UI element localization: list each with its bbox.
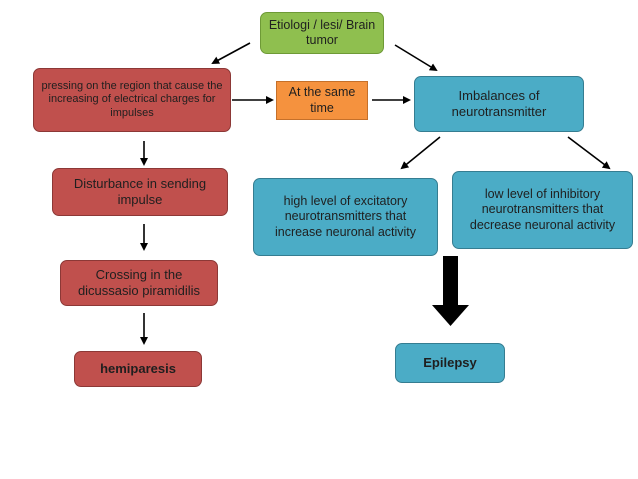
etiology-label: Etiologi / lesi/ Brain tumor bbox=[268, 17, 376, 47]
high-level-box: high level of excitatory neurotransmitte… bbox=[253, 178, 438, 256]
epilepsy-box: Epilepsy bbox=[395, 343, 505, 383]
imbalance-label: Imbalances of neurotransmitter bbox=[451, 88, 547, 119]
pressing-label: pressing on the region that cause the in… bbox=[41, 79, 223, 119]
etiology-box: Etiologi / lesi/ Brain tumor bbox=[260, 12, 384, 54]
low-level-label: low level of inhibitory neurotransmitter… bbox=[469, 187, 616, 232]
disturbance-label: Disturbance in sending impulse bbox=[73, 176, 207, 207]
imbalance-box: Imbalances of neurotransmitter bbox=[414, 76, 584, 132]
epilepsy-label: Epilepsy bbox=[423, 355, 477, 371]
same-time-box: At the same time bbox=[276, 81, 368, 120]
arrow-etiology-to-pressing bbox=[211, 42, 251, 64]
arrow-imbalance-to-high bbox=[400, 136, 441, 170]
disturbance-box: Disturbance in sending impulse bbox=[52, 168, 228, 216]
crossing-label: Crossing in the dicussasio piramidilis bbox=[77, 267, 201, 298]
pressing-box: pressing on the region that cause the in… bbox=[33, 68, 231, 132]
crossing-box: Crossing in the dicussasio piramidilis bbox=[60, 260, 218, 306]
arrow-etiology-to-imbalance bbox=[394, 44, 438, 72]
low-level-box: low level of inhibitory neurotransmitter… bbox=[452, 171, 633, 249]
high-level-label: high level of excitatory neurotransmitte… bbox=[274, 194, 417, 239]
arrow-imbalance-to-low bbox=[567, 136, 611, 170]
same-time-label: At the same time bbox=[288, 85, 356, 115]
hemiparesis-label: hemiparesis bbox=[100, 361, 176, 377]
hemiparesis-box: hemiparesis bbox=[74, 351, 202, 387]
thick-arrow-to-epilepsy bbox=[432, 256, 469, 326]
